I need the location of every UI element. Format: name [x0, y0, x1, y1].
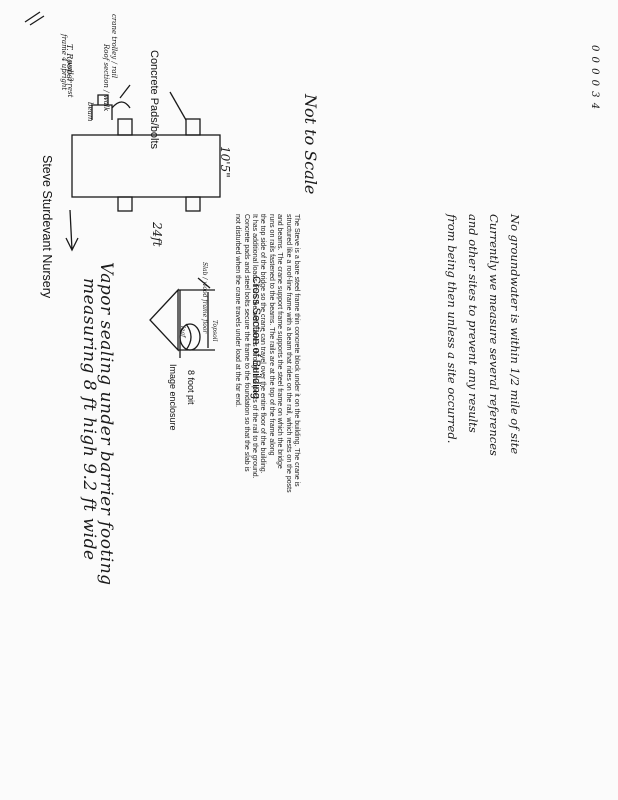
handwritten-note-block: No groundwater is within 1/2 mile of sit…: [441, 214, 525, 456]
label-enclosure: Image enclosure: [168, 364, 178, 431]
enclosure-roof-triangle: [149, 288, 179, 352]
top-post-left: [117, 118, 133, 136]
paragraph-line: and beams. The crane support frame suppo…: [276, 214, 284, 469]
title-sturdevant: Steve Sturdevant Nursery: [40, 155, 54, 299]
dimension-width: 24ft: [150, 222, 164, 247]
pointer-arrow-concrete: [169, 91, 187, 121]
label-topsoil: Topsoil: [211, 320, 218, 342]
paragraph-line: The Steve is a bare steel frame thin con…: [293, 214, 300, 487]
label-frame-b: frame 4 upright: [60, 34, 68, 91]
handwritten-not-to-scale: Not to Scale: [301, 94, 320, 195]
bottom-post-left: [117, 196, 133, 212]
paragraph-line: the top side of the bridge so the crane …: [259, 214, 267, 474]
note-line: and other sites to prevent any results: [466, 214, 480, 433]
paragraph-line: Concrete pads and steel bolts secure the…: [242, 214, 250, 472]
pointer-arrow-main: [65, 209, 79, 252]
leaf-stem: [185, 323, 192, 351]
label-crane-trolley: crane trolley / rail: [110, 14, 118, 79]
bottom-post-right: [185, 196, 201, 212]
label-concrete-pads: Concrete Pads/bolts: [148, 50, 160, 150]
paragraph-line: not disturbed when the crane travels und…: [234, 214, 242, 408]
crane-hoist-sketch: [91, 84, 131, 120]
note-line: No groundwater is within 1/2 mile of sit…: [508, 214, 522, 455]
leaf-sketch: [179, 323, 201, 351]
dimension-height: 10'5": [218, 146, 232, 178]
label-leaf: leaf: [179, 326, 186, 338]
scribble-mark-top: [24, 11, 45, 26]
note-line: Currently we measure several references: [487, 214, 501, 456]
handwritten-vapor-line1: Vapor sealing under barrier footing: [96, 262, 116, 586]
paragraph-line: runs on rails fastened to the beams. The…: [267, 214, 275, 456]
note-line: from being then unless a site occurred.: [445, 214, 459, 444]
label-beam: beam: [86, 102, 94, 122]
building-cross-section-box: [71, 134, 221, 198]
label-slab: Slab / wood frame floor: [201, 262, 208, 334]
handwritten-vapor-line2: measuring 8 ft high 9.2 ft wide: [79, 278, 99, 561]
paragraph-line: structured like a roof-line frame with a…: [284, 214, 292, 493]
top-post-right: [185, 118, 201, 136]
label-roof-section: Roof section / walk: [102, 44, 110, 112]
label-footer: 8 foot pit: [186, 370, 196, 405]
paragraph-block: The Steve is a bare steel frame thin con…: [233, 214, 300, 493]
page-number: 0 0 0 0 3 4: [589, 45, 600, 111]
enclosure-wall-line: [178, 289, 215, 351]
paragraph-line: It has additional loads from the wall fr…: [250, 214, 258, 479]
footing-pointer: [197, 277, 211, 289]
